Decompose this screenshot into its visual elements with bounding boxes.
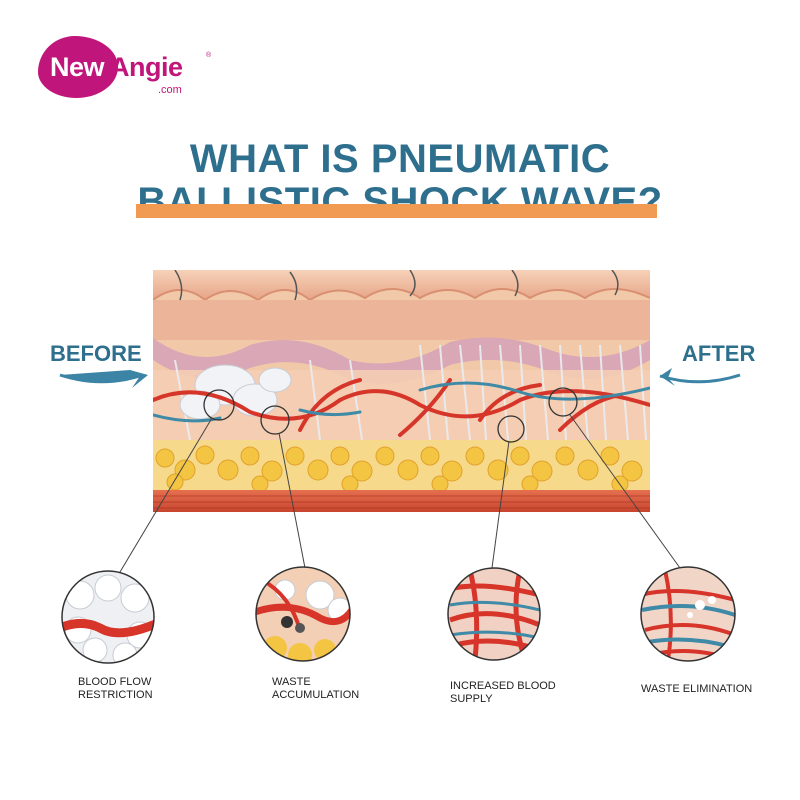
zoom-circle-increased-blood-supply — [447, 567, 541, 661]
caption-line: BLOOD FLOW — [78, 676, 152, 688]
caption-line: WASTE ELIMINATION — [641, 683, 753, 695]
before-arrow-icon — [59, 370, 148, 388]
before-label: BEFORE — [50, 341, 142, 366]
after-label: AFTER — [682, 341, 756, 366]
caption-line: RESTRICTION — [78, 689, 153, 701]
zoom-circle-waste-accumulation — [255, 566, 351, 662]
logo-registered-mark: ® — [206, 52, 212, 59]
caption-line: INCREASED BLOOD — [450, 680, 556, 692]
title-line-1: WHAT IS PNEUMATIC — [189, 137, 611, 181]
magnifier-markers — [203, 387, 578, 443]
skin-cross-section — [153, 270, 650, 512]
newangie-logo: New Angie .com ® — [30, 32, 220, 102]
title-underline-bar — [136, 204, 657, 218]
logo-text-angie: Angie — [110, 52, 183, 82]
logo-blob-shape — [38, 36, 118, 98]
logo-text-com: .com — [158, 84, 182, 96]
caption-line: SUPPLY — [450, 693, 493, 705]
after-arrow-icon — [659, 368, 741, 386]
caption-line: WASTE — [272, 676, 311, 688]
caption-blood-flow-restriction: BLOOD FLOW RESTRICTION — [78, 676, 153, 702]
caption-line: ACCUMULATION — [272, 689, 360, 701]
caption-increased-blood-supply: INCREASED BLOOD SUPPLY — [450, 680, 556, 706]
zoom-circle-waste-elimination — [640, 566, 736, 662]
logo-text-new: New — [50, 52, 105, 82]
connector-lines — [119, 414, 681, 573]
zoom-circle-blood-flow-restriction — [61, 570, 155, 664]
caption-waste-elimination: WASTE ELIMINATION — [641, 683, 752, 696]
caption-waste-accumulation: WASTE ACCUMULATION — [272, 676, 359, 702]
